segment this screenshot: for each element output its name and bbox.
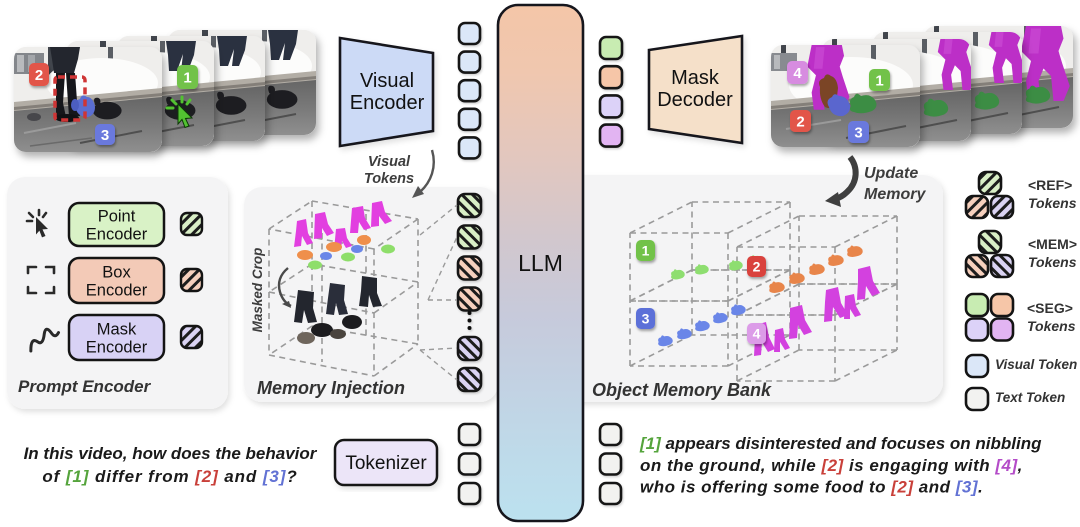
svg-text:<MEM>: <MEM> [1028, 236, 1077, 252]
svg-text:on the ground, while [2] is en: on the ground, while [2] is engaging wit… [640, 456, 1023, 475]
svg-text:Visual: Visual [360, 70, 414, 92]
svg-text:In this video, how does the be: In this video, how does the behavior [24, 444, 318, 463]
svg-text:1: 1 [183, 69, 191, 86]
svg-text:LLM: LLM [518, 250, 563, 276]
svg-text:Encoder: Encoder [350, 92, 425, 114]
svg-text:who is offering some food to [: who is offering some food to [2] and [3]… [640, 478, 983, 497]
svg-text:Box: Box [102, 264, 131, 282]
svg-text:Text Token: Text Token [995, 390, 1065, 405]
svg-text:Masked Crop: Masked Crop [250, 248, 265, 333]
svg-text:Memory Injection: Memory Injection [257, 378, 405, 398]
svg-text:Visual: Visual [368, 154, 411, 170]
svg-text:Visual Token: Visual Token [995, 357, 1077, 372]
svg-text:Object Memory Bank: Object Memory Bank [592, 380, 772, 400]
svg-text:Encoder: Encoder [86, 339, 148, 357]
svg-text:2: 2 [796, 113, 804, 130]
svg-text:Tokenizer: Tokenizer [345, 453, 427, 474]
svg-text:Decoder: Decoder [657, 89, 733, 111]
svg-text:Tokens: Tokens [1028, 254, 1077, 270]
svg-text:Prompt Encoder: Prompt Encoder [18, 377, 152, 396]
svg-text:2: 2 [753, 259, 761, 275]
svg-text:<SEG>: <SEG> [1027, 300, 1073, 316]
svg-text:4: 4 [793, 65, 802, 82]
svg-text:Tokens: Tokens [364, 171, 414, 187]
svg-text:Encoder: Encoder [86, 226, 148, 244]
svg-text:Memory: Memory [864, 186, 926, 203]
svg-text:Point: Point [98, 208, 136, 226]
svg-text:3: 3 [642, 311, 650, 327]
svg-text:Mask: Mask [97, 321, 137, 339]
svg-text:Mask: Mask [671, 67, 720, 89]
svg-text:[1] appears disinterested and: [1] appears disinterested and focuses on… [639, 434, 1042, 453]
svg-text:4: 4 [753, 326, 761, 342]
svg-text:1: 1 [875, 72, 883, 89]
svg-text:3: 3 [101, 127, 109, 144]
svg-text:1: 1 [642, 243, 650, 259]
svg-text:3: 3 [854, 124, 862, 141]
svg-text:Tokens: Tokens [1027, 318, 1076, 334]
svg-text:Encoder: Encoder [86, 282, 148, 300]
svg-text:2: 2 [35, 67, 43, 84]
svg-text:Tokens: Tokens [1028, 195, 1077, 211]
svg-text:of [1] differ from [2] and [3]: of [1] differ from [2] and [3]? [42, 467, 297, 486]
svg-text:Update: Update [864, 165, 918, 182]
svg-text:<REF>: <REF> [1028, 177, 1072, 193]
